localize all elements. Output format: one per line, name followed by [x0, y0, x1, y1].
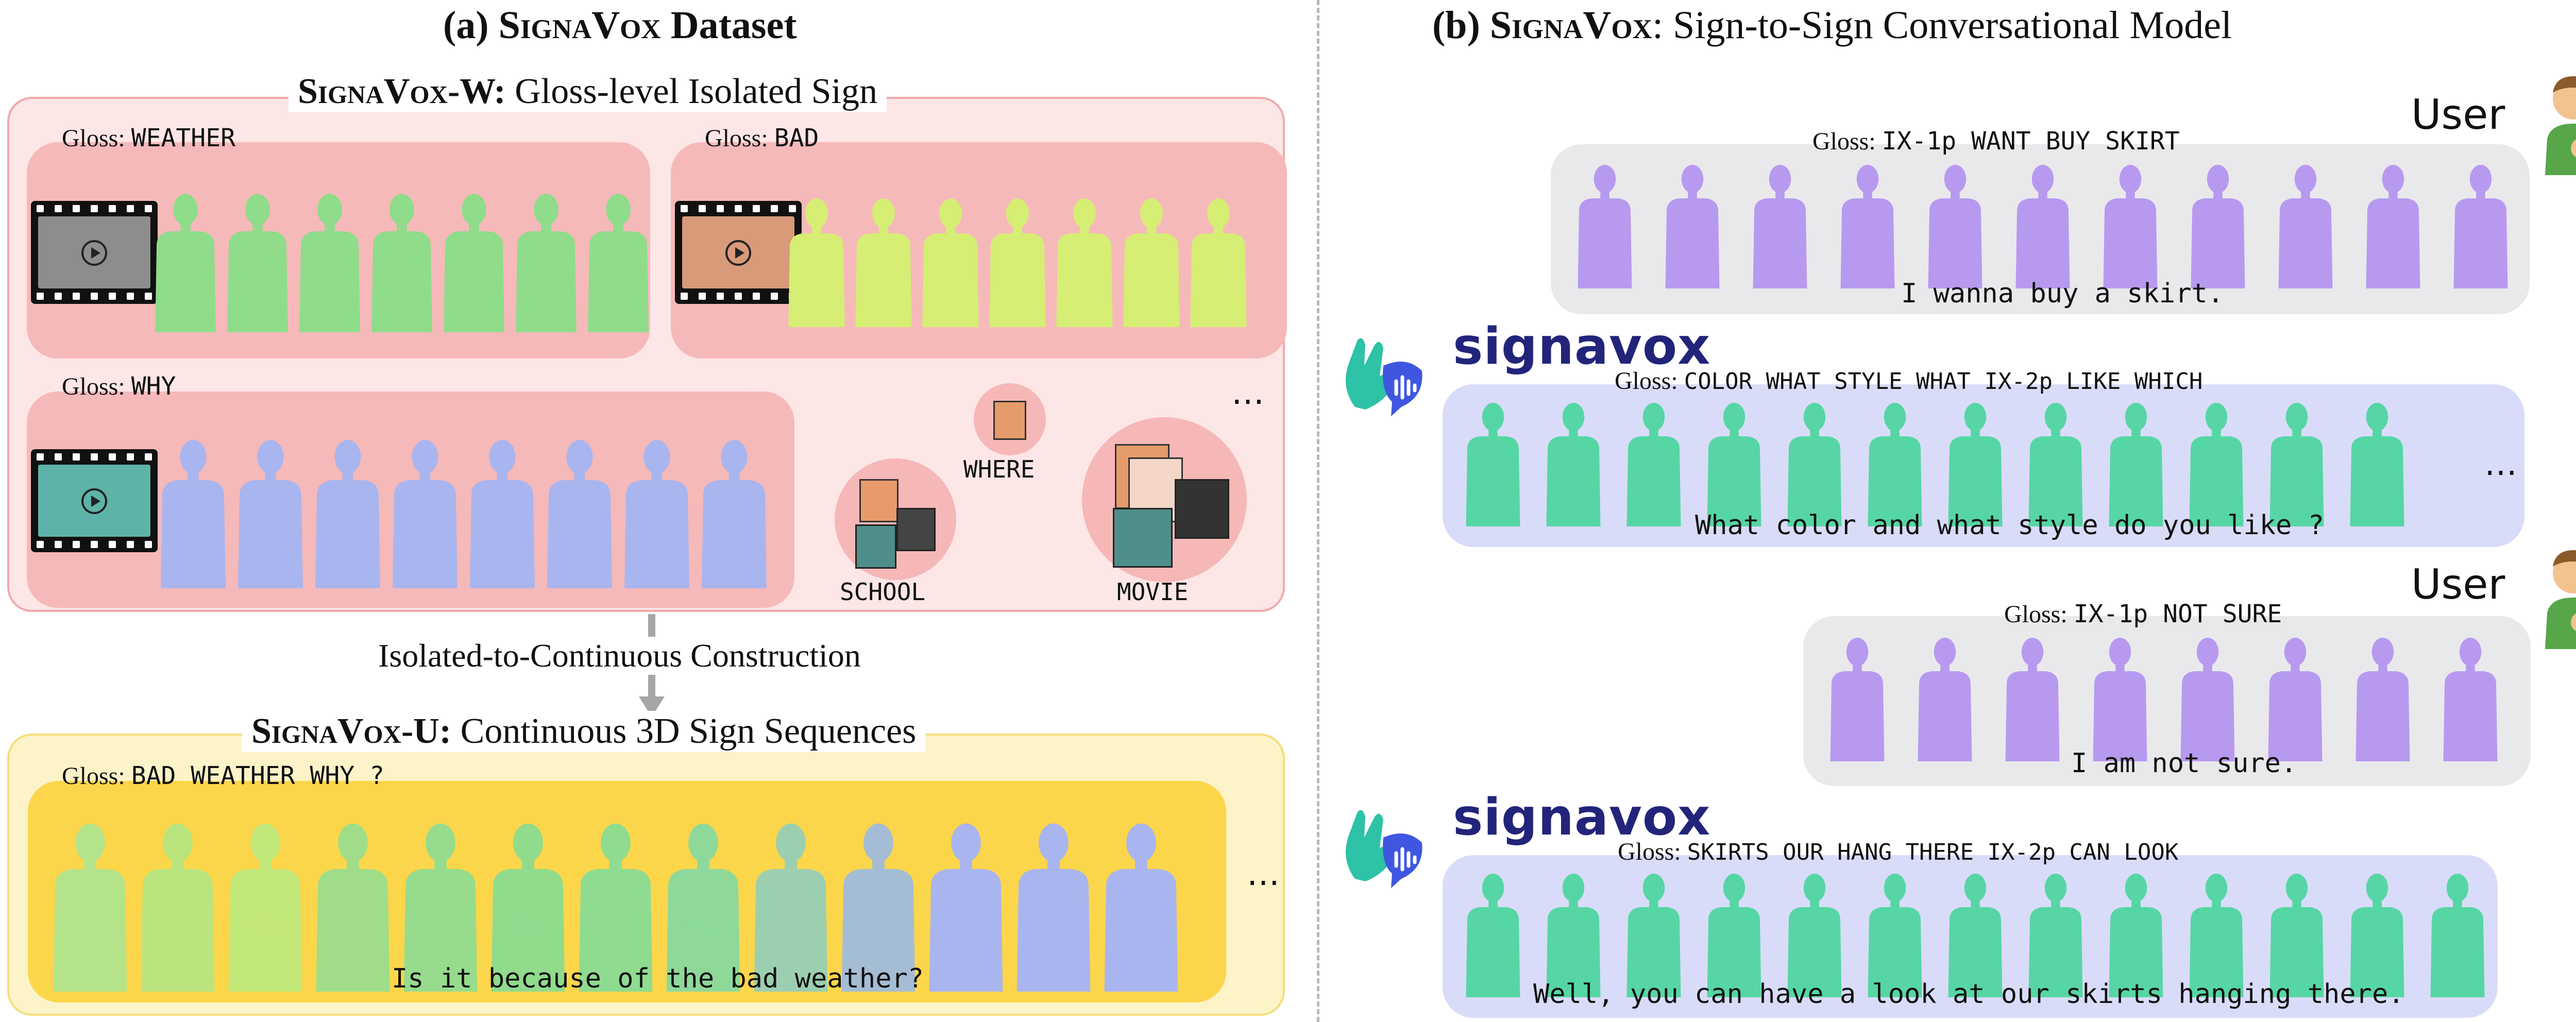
signavox-logo-text-1: signavox — [1453, 317, 1711, 376]
figure-row-turn-4 — [1453, 868, 2498, 997]
left-title: (a) SignaVox Dataset — [443, 4, 797, 47]
label-movie: MOVIE — [1117, 578, 1189, 606]
right-title: (b) SignaVox: Sign-to-Sign Conversationa… — [1432, 4, 2232, 47]
video-why[interactable] — [31, 449, 158, 552]
caption-turn-3: I am not sure. — [2071, 748, 2297, 779]
user-avatar-icon-1 — [2540, 72, 2576, 175]
caption-turn-1: I wanna buy a skirt. — [1901, 278, 2224, 309]
user-label-1: User — [2411, 91, 2505, 139]
section-divider — [1317, 0, 1319, 1022]
left-title-brand: SignaVox — [498, 4, 661, 47]
caption-turn-2: What color and what style do you like ? — [1695, 510, 2324, 541]
caption-continuous: Is it because of the bad weather? — [392, 963, 924, 994]
caption-turn-4: Well, you can have a look at our skirts … — [1533, 979, 2404, 1010]
arrow-label: Isolated-to-Continuous Construction — [371, 637, 868, 675]
video-weather[interactable] — [31, 201, 158, 304]
bubble-school — [835, 458, 956, 580]
continuous-ellipsis: … — [1247, 855, 1280, 893]
gloss-turn-3: Gloss: IX-1p NOT SURE — [2004, 600, 2282, 628]
figure-row-turn-2 — [1453, 398, 2417, 526]
gloss-weather: Gloss: WEATHER — [62, 124, 235, 152]
signavox-logo-icon-2 — [1334, 802, 1427, 889]
signavox-w-heading: SignaVox-W: Gloss-level Isolated Sign — [289, 71, 887, 112]
gloss-turn-4: Gloss: SKIRTS OUR HANG THERE IX-2p CAN L… — [1618, 838, 2179, 865]
label-where: WHERE — [963, 455, 1035, 483]
signavox-u-heading: SignaVox-U: Continuous 3D Sign Sequences — [242, 711, 926, 752]
user-label-3: User — [2411, 560, 2505, 608]
gloss-turn-1: Gloss: IX-1p WANT BUY SKIRT — [1812, 127, 2180, 156]
figure-row-turn-3 — [1814, 633, 2514, 761]
signavox-logo-icon-1 — [1334, 330, 1427, 417]
play-icon — [81, 488, 107, 514]
gloss-why: Gloss: WHY — [62, 372, 176, 401]
more-ellipsis: … — [1231, 374, 1264, 412]
play-icon — [81, 240, 107, 266]
bubble-where — [974, 383, 1046, 455]
user-avatar-icon-3 — [2540, 546, 2576, 649]
signavox-logo-text-2: signavox — [1453, 788, 1711, 847]
video-bad[interactable] — [675, 201, 802, 304]
turn-2-ellipsis: … — [2484, 445, 2517, 483]
gloss-turn-2: Gloss: COLOR WHAT STYLE WHAT IX-2p LIKE … — [1615, 367, 2203, 395]
label-school: SCHOOL — [840, 578, 926, 606]
figure-row-why — [155, 418, 773, 604]
figure-row-bad — [783, 170, 1252, 350]
right-title-brand: SignaVox — [1489, 4, 1652, 47]
figure-row-weather — [149, 170, 654, 350]
bubble-movie — [1082, 417, 1247, 582]
gloss-continuous: Gloss: BAD WEATHER WHY ? — [62, 761, 384, 790]
figure-row-turn-1 — [1561, 160, 2524, 288]
play-icon — [725, 240, 751, 266]
gloss-bad: Gloss: BAD — [705, 124, 819, 152]
